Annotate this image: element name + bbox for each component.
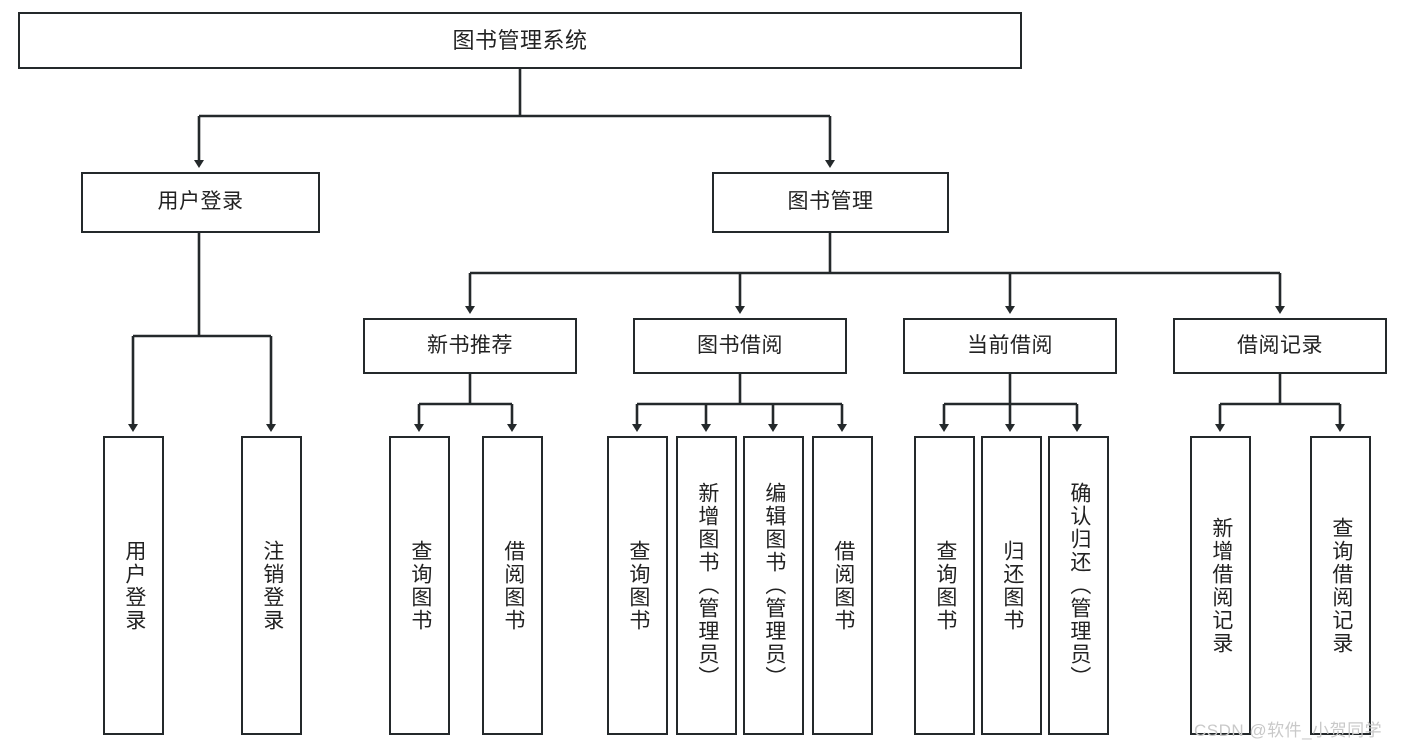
node-label: 归还图书 (1000, 539, 1024, 632)
node-user-login[interactable]: 用户登录 (81, 172, 320, 233)
node-label: 新增图书（管理员） (695, 482, 719, 689)
leaf-book-borrow-add[interactable]: 新增图书（管理员） (676, 436, 737, 735)
node-label: 注销登录 (260, 539, 284, 632)
node-current-borrow[interactable]: 当前借阅 (903, 318, 1117, 374)
node-label: 当前借阅 (967, 333, 1053, 357)
leaf-book-borrow-query[interactable]: 查询图书 (607, 436, 668, 735)
leaf-new-book-borrow[interactable]: 借阅图书 (482, 436, 543, 735)
leaf-current-borrow-return[interactable]: 归还图书 (981, 436, 1042, 735)
node-label: 确认归还（管理员） (1067, 482, 1091, 689)
node-label: 新增借阅记录 (1209, 516, 1233, 655)
node-book-management[interactable]: 图书管理 (712, 172, 949, 233)
node-label: 借阅图书 (501, 539, 525, 632)
node-borrow-record[interactable]: 借阅记录 (1173, 318, 1387, 374)
node-label: 新书推荐 (427, 333, 513, 357)
node-root-system[interactable]: 图书管理系统 (18, 12, 1022, 69)
node-label: 图书借阅 (697, 333, 783, 357)
node-new-book-recommend[interactable]: 新书推荐 (363, 318, 577, 374)
node-label: 借阅记录 (1237, 333, 1323, 357)
leaf-user-login-login[interactable]: 用户登录 (103, 436, 164, 735)
leaf-current-borrow-query[interactable]: 查询图书 (914, 436, 975, 735)
leaf-book-borrow-edit[interactable]: 编辑图书（管理员） (743, 436, 804, 735)
leaf-borrow-record-add[interactable]: 新增借阅记录 (1190, 436, 1251, 735)
leaf-book-borrow-borrow[interactable]: 借阅图书 (812, 436, 873, 735)
leaf-new-book-query[interactable]: 查询图书 (389, 436, 450, 735)
node-label: 用户登录 (122, 539, 146, 632)
node-label: 查询图书 (626, 539, 650, 632)
leaf-user-login-logout[interactable]: 注销登录 (241, 436, 302, 735)
watermark-text: CSDN @软件_小贺同学 (1194, 721, 1383, 740)
node-label: 借阅图书 (831, 539, 855, 632)
node-label: 图书管理 (787, 190, 874, 214)
node-label: 查询借阅记录 (1329, 516, 1353, 655)
node-label: 用户登录 (157, 190, 244, 214)
node-label: 查询图书 (408, 539, 432, 632)
leaf-borrow-record-query[interactable]: 查询借阅记录 (1310, 436, 1371, 735)
node-label: 查询图书 (933, 539, 957, 632)
node-book-borrow[interactable]: 图书借阅 (633, 318, 847, 374)
node-label: 图书管理系统 (452, 27, 588, 53)
leaf-current-borrow-confirm-return[interactable]: 确认归还（管理员） (1048, 436, 1109, 735)
node-label: 编辑图书（管理员） (762, 482, 786, 689)
